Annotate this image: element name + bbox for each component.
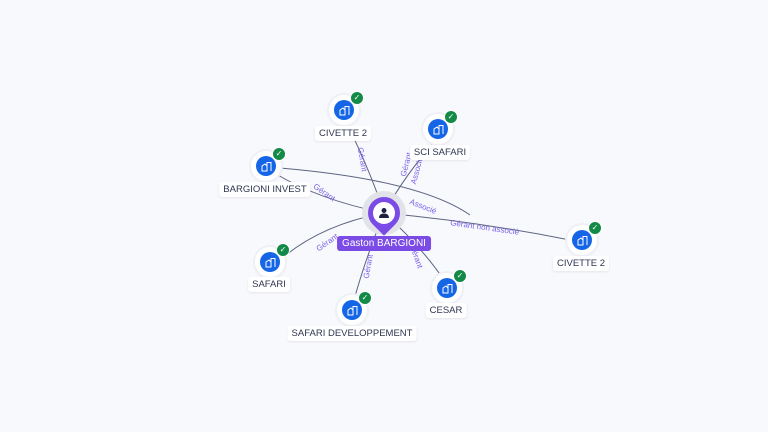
company-label[interactable]: SCI SAFARI <box>409 145 471 160</box>
verified-check-icon: ✓ <box>444 110 458 124</box>
edge-civette2-right <box>383 212 571 241</box>
edge-bargioni-invest-civette <box>279 167 471 216</box>
verified-check-icon: ✓ <box>588 221 602 235</box>
company-label[interactable]: BARGIONI INVEST <box>219 182 311 197</box>
company-icon <box>342 300 362 320</box>
company-label[interactable]: SAFARI DEVELOPPEMENT <box>287 326 417 341</box>
company-node[interactable]: ✓ <box>255 243 290 277</box>
center-label[interactable]: Gaston BARGIONI <box>337 236 431 251</box>
verified-check-icon: ✓ <box>276 243 290 257</box>
company-icon <box>256 156 276 176</box>
company-node[interactable]: ✓ <box>329 91 364 125</box>
company-icon <box>437 278 457 298</box>
verified-check-icon: ✓ <box>358 291 372 305</box>
company-icon <box>428 119 448 139</box>
company-label[interactable]: SAFARI <box>248 277 290 292</box>
person-icon[interactable] <box>373 202 395 224</box>
company-node[interactable]: ✓ <box>337 291 372 325</box>
verified-check-icon: ✓ <box>350 91 364 105</box>
company-label[interactable]: CIVETTE 2 <box>552 256 610 271</box>
company-icon <box>260 252 280 272</box>
company-icon <box>572 230 592 250</box>
company-node[interactable]: ✓ <box>251 147 286 181</box>
company-icon <box>334 100 354 120</box>
verified-check-icon: ✓ <box>272 147 286 161</box>
company-label[interactable]: CESAR <box>425 303 467 318</box>
verified-check-icon: ✓ <box>453 269 467 283</box>
company-label[interactable]: CIVETTE 2 <box>314 126 372 141</box>
company-node[interactable]: ✓ <box>567 221 602 255</box>
company-node[interactable]: ✓ <box>423 110 458 144</box>
company-node[interactable]: ✓ <box>432 269 467 303</box>
